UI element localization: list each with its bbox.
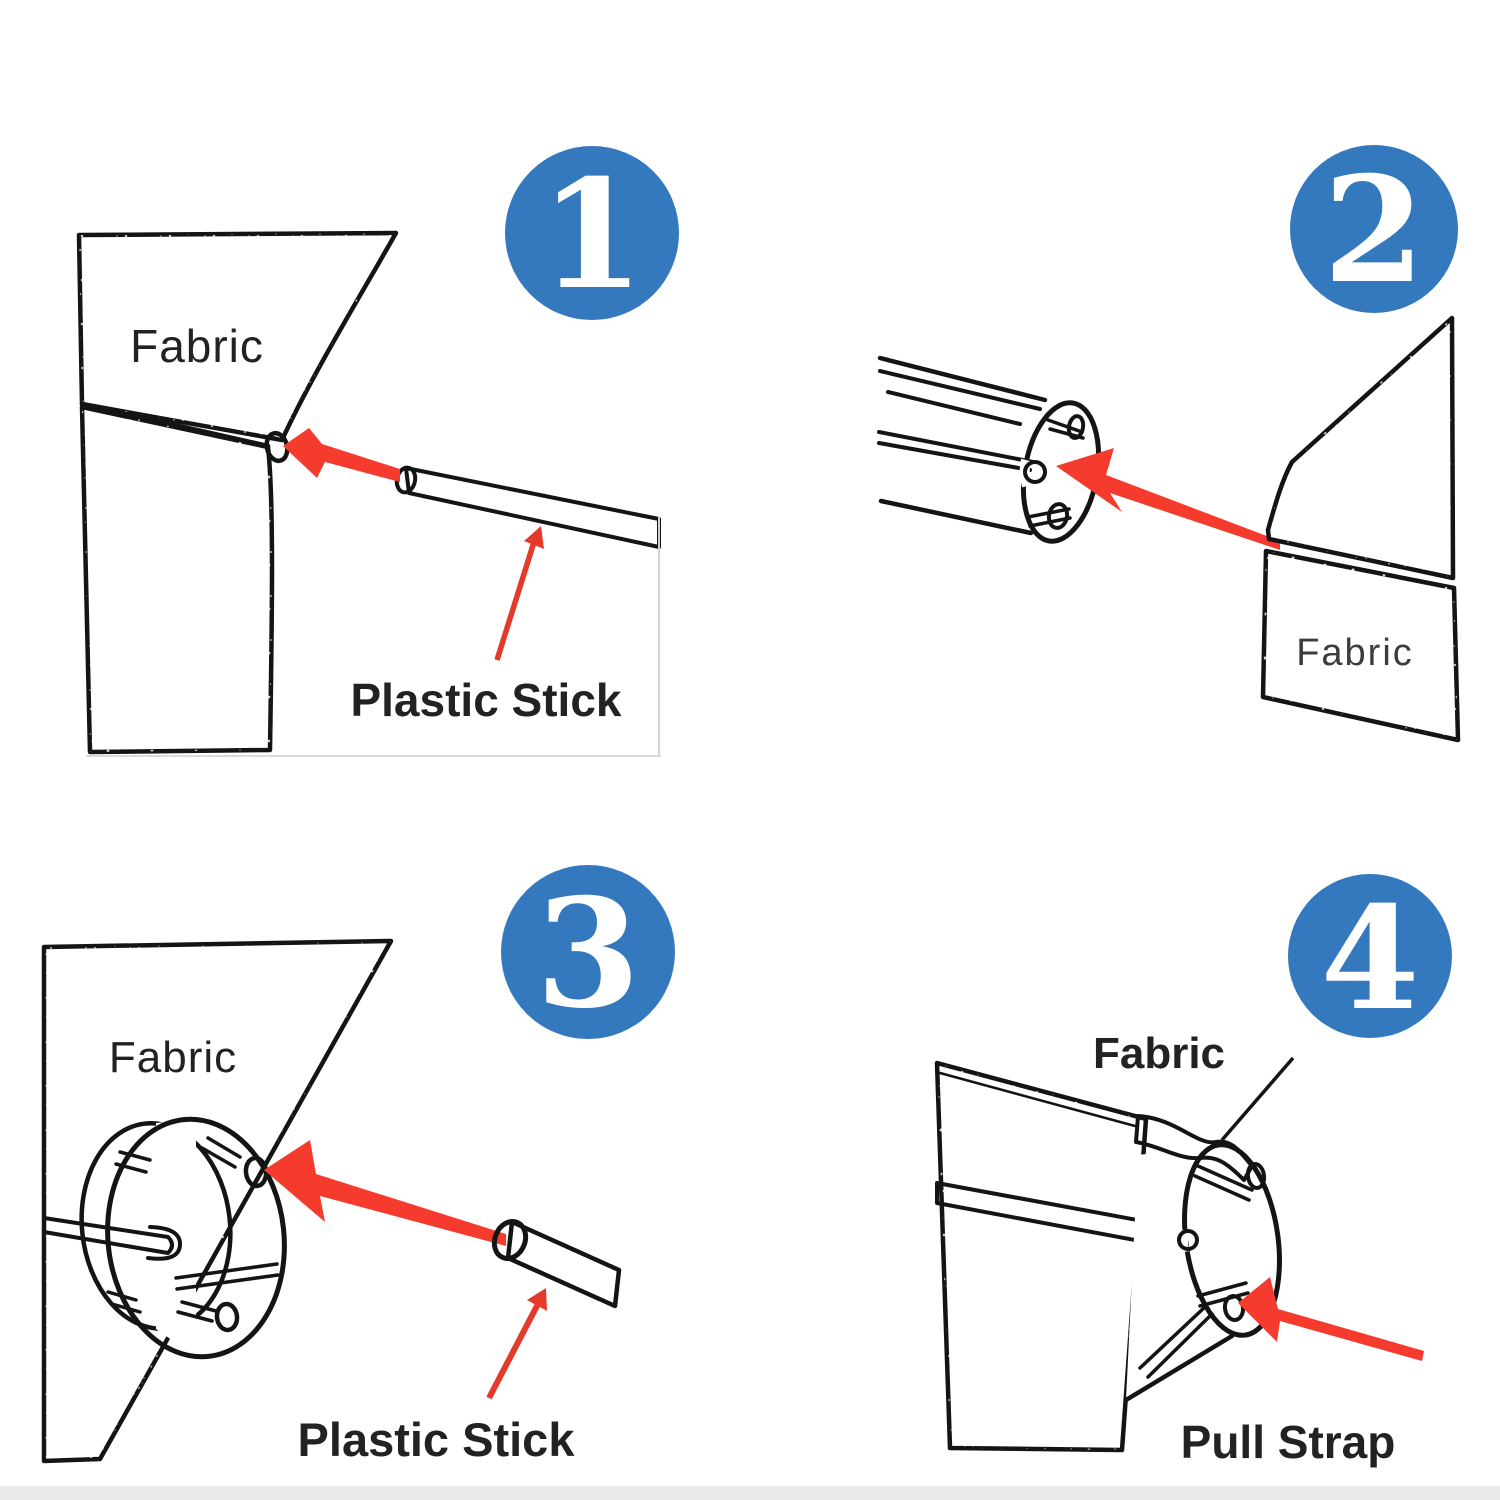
fabric-label: Fabric (109, 1033, 237, 1082)
step-number-badge: 4 (1288, 874, 1452, 1042)
step-number-badge: 2 (1290, 145, 1458, 316)
plastic-stick-label: Plastic Stick (298, 1413, 576, 1466)
tube-groove-hole (1066, 414, 1086, 440)
tube-groove-hole (214, 1301, 240, 1333)
inserted-stick-rod (42, 1216, 174, 1255)
step-3: Fabric Pla (41, 865, 675, 1466)
tube-keyway-notch (1023, 460, 1047, 484)
pull-strap-arrow-icon (1238, 1277, 1424, 1361)
tube-groove-hole (1222, 1294, 1246, 1322)
bottom-edge-band (0, 1486, 1500, 1500)
tube-groove-hole (1245, 1162, 1267, 1190)
roller-tube (1123, 1114, 1282, 1403)
step-number: 4 (1321, 876, 1420, 1042)
plastic-stick-label: Plastic Stick (350, 674, 621, 726)
fabric-sheet (934, 1060, 1149, 1453)
plastic-stick (394, 465, 661, 549)
tube-groove-hole (1046, 502, 1070, 530)
step-4: Fabric Pull Strap 4 (934, 874, 1452, 1468)
fabric-label: Fabric (1296, 632, 1414, 674)
plastic-stick (491, 1219, 622, 1309)
insert-arrow-icon (283, 428, 400, 482)
fabric-hem-line (938, 1071, 1137, 1128)
fabric-pointer-line (1220, 1056, 1295, 1142)
insert-arrow-icon (264, 1140, 506, 1246)
step-number-badge: 1 (505, 146, 679, 323)
stick-end-cap (491, 1219, 529, 1261)
tube-end-face (105, 1116, 287, 1360)
step-number: 3 (536, 866, 640, 1042)
tube-keyway-notch (146, 1225, 182, 1261)
fabric-label: Fabric (1093, 1029, 1225, 1078)
fabric-fold-line (79, 401, 271, 449)
roller-tube (877, 355, 1101, 544)
step-1: Fabric Plastic Stick 1 (76, 146, 679, 757)
step-number: 1 (540, 147, 644, 323)
pointer-arrow-icon (494, 526, 544, 661)
roller-tube (42, 1116, 287, 1360)
insert-arrow-icon (1056, 448, 1280, 550)
tube-keyway-notch (1177, 1229, 1199, 1251)
step-number: 2 (1323, 145, 1425, 316)
fabric-sheet (1260, 315, 1461, 743)
step-number-badge: 3 (501, 865, 675, 1042)
fabric-sheet (76, 230, 399, 755)
fabric-label: Fabric (130, 320, 264, 372)
pointer-arrow-icon (486, 1288, 547, 1400)
pull-strap-label: Pull Strap (1181, 1416, 1396, 1468)
fabric-sheet (41, 938, 394, 1464)
step-2: Fabric 2 (877, 145, 1461, 743)
